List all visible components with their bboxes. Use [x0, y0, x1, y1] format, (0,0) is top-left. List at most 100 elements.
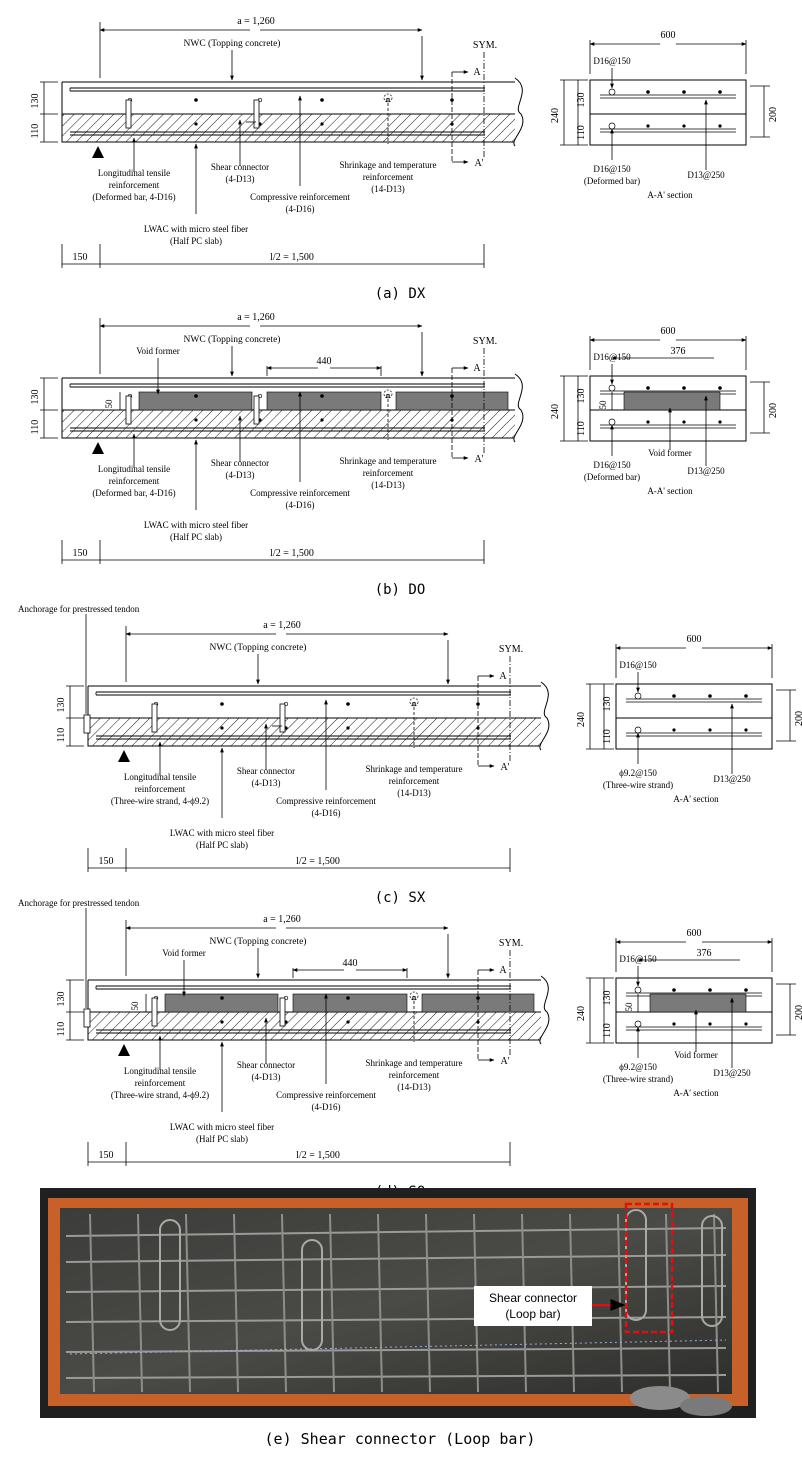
lwac-half-pc-slab — [88, 1012, 541, 1040]
caption-c: (c) SX — [375, 890, 426, 906]
section-dim-130: 130 — [576, 389, 587, 404]
highlight-rebar — [409, 991, 419, 1001]
break-line — [539, 681, 550, 751]
temp-bar-dot — [320, 394, 324, 398]
photo-foreground-object — [630, 1386, 690, 1410]
shear-connector-1 — [125, 395, 132, 425]
shear-conn-label-1: Shear connector — [237, 766, 295, 776]
section-void-label: Void former — [648, 448, 692, 458]
dim-half-span-label: l/2 = 1,500 — [270, 548, 314, 559]
shear-connector-2 — [253, 395, 260, 425]
topping-label: NWC (Topping concrete) — [184, 334, 281, 345]
lwac-half-pc-slab — [88, 718, 541, 746]
shear-conn-label-2: (4-D13) — [252, 778, 281, 788]
section-bot-ring — [608, 418, 616, 426]
section-dim-130: 130 — [576, 93, 587, 108]
section-bot-bar-label-2: (Three-wire strand) — [603, 780, 673, 790]
temp-bar-dot — [220, 702, 224, 706]
comp-label-1: Compressive reinforcement — [250, 488, 350, 498]
section-dim-200: 200 — [794, 711, 802, 726]
section-top-bar-label: D16@150 — [619, 660, 657, 670]
shrink-label-3: (14-D13) — [371, 184, 405, 194]
comp-label-2: (4-D16) — [286, 500, 315, 510]
highlight-rebar — [383, 389, 393, 399]
section-dim-600: 600 — [661, 326, 676, 337]
section-a2-label: A' — [474, 158, 483, 169]
shear-conn-label-2: (4-D13) — [252, 1072, 281, 1082]
section-dim-240: 240 — [576, 712, 587, 727]
section-top-bar-label: D16@150 — [619, 954, 657, 964]
dim-130-label: 130 — [30, 390, 41, 405]
section-dim-600: 600 — [687, 928, 702, 939]
dim-half-span-label: l/2 = 1,500 — [270, 252, 314, 263]
section-dim-130: 130 — [602, 697, 613, 712]
lwac-label-2: (Half PC slab) — [170, 532, 222, 542]
shrink-label-3: (14-D13) — [397, 788, 431, 798]
section-bot-dot — [744, 728, 748, 732]
lwac-label-1: LWAC with micro steel fiber — [144, 520, 248, 530]
shear-conn-label-2: (4-D13) — [226, 174, 255, 184]
dim-150-label: 150 — [73, 252, 88, 263]
photo-longitudinal-bar — [65, 1285, 727, 1293]
sym-label: SYM. — [473, 40, 497, 51]
section-d13-label: D13@250 — [713, 774, 751, 784]
section-bot-bar-label-2: (Deformed bar) — [584, 176, 640, 186]
shrink-label-2: reinforcement — [389, 776, 440, 786]
section-bot-dot — [708, 728, 712, 732]
photo-transverse-bar — [425, 1213, 431, 1393]
cross-section: 600240130110200D16@150ϕ9.2@150(Three-wir… — [576, 634, 802, 804]
section-title: A-A' section — [647, 190, 693, 200]
shrink-label-1: Shrinkage and temperature — [366, 764, 463, 774]
comp-label-1: Compressive reinforcement — [276, 796, 376, 806]
section-dim-240: 240 — [550, 108, 561, 123]
lwac-label-2: (Half PC slab) — [170, 236, 222, 246]
section-bot-bar-label-2: (Three-wire strand) — [603, 1074, 673, 1084]
shrink-label-3: (14-D13) — [397, 1082, 431, 1092]
shrink-label-1: Shrinkage and temperature — [340, 456, 437, 466]
shrink-label-1: Shrinkage and temperature — [340, 160, 437, 170]
dim-150-label: 150 — [99, 856, 114, 867]
temp-bar-dot — [346, 996, 350, 1000]
section-top-dot — [646, 386, 650, 390]
section-top-dot — [672, 988, 676, 992]
section-dim-130: 130 — [602, 991, 613, 1006]
section-bot-dot — [682, 420, 686, 424]
long-rein-label-1: Longitudinal tensile — [124, 1066, 196, 1076]
section-bot-bar-label-2: (Deformed bar) — [584, 472, 640, 482]
shear-connector-2 — [253, 99, 260, 129]
section-dim-240: 240 — [576, 1006, 587, 1021]
temp-bar-dot — [320, 98, 324, 102]
section-bot-dot — [646, 124, 650, 128]
section-top-ring — [634, 986, 642, 994]
section-top-dot — [708, 694, 712, 698]
long-rein-label-3: (Deformed bar, 4-D16) — [92, 192, 175, 202]
beam-outline — [61, 377, 515, 439]
section-dim-376: 376 — [671, 346, 686, 357]
dim-150-label: 150 — [99, 1150, 114, 1161]
support-triangle — [118, 750, 130, 762]
photo-longitudinal-bar — [65, 1254, 727, 1263]
section-dim-600: 600 — [661, 30, 676, 41]
shear-connector-2 — [279, 703, 286, 733]
photo-longitudinal-bar — [65, 1316, 727, 1323]
support-triangle — [118, 1044, 130, 1056]
photo-transverse-bar — [281, 1213, 287, 1393]
void-former-label: Void former — [136, 346, 180, 356]
photo-transverse-bar — [89, 1213, 95, 1393]
shear-connector-1 — [125, 99, 132, 129]
topping-label: NWC (Topping concrete) — [184, 38, 281, 49]
topping-label: NWC (Topping concrete) — [210, 642, 307, 653]
section-a-label: A — [473, 67, 481, 78]
beam-elevation — [83, 975, 550, 1045]
temp-bar-dot-low — [346, 1020, 350, 1024]
dim-half-span-label: l/2 = 1,500 — [296, 856, 340, 867]
dim-130-label: 130 — [30, 94, 41, 109]
photo-transverse-bar — [329, 1213, 335, 1393]
photo-transverse-bar — [377, 1213, 383, 1393]
comp-label-2: (4-D16) — [312, 1102, 341, 1112]
section-a2-label: A' — [474, 454, 483, 465]
shear-conn-label-1: Shear connector — [211, 162, 269, 172]
section-top-dot — [718, 386, 722, 390]
long-rein-label-3: (Three-wire strand, 4-ϕ9.2) — [111, 796, 209, 806]
